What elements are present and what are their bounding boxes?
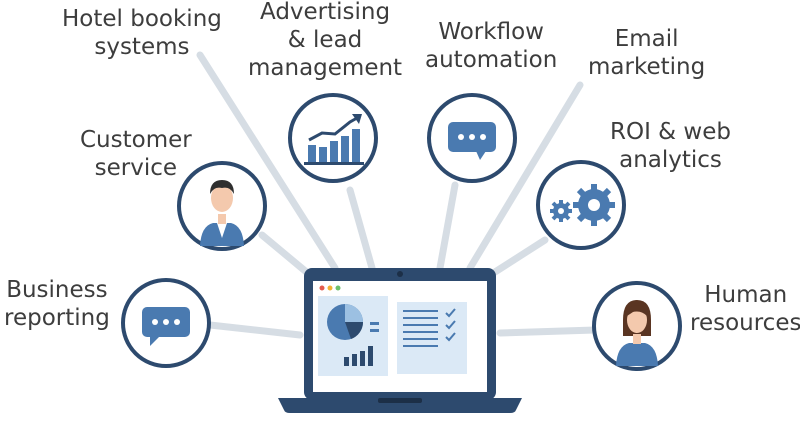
laptop-base (278, 398, 522, 413)
label-line: service (94, 155, 178, 181)
spoke-email (466, 81, 584, 272)
label-line: systems (94, 34, 190, 60)
label-line: Advertising (259, 0, 391, 25)
spoke-reporting (206, 321, 304, 339)
circle-business-reporting (121, 278, 211, 368)
label-email: Email marketing (588, 25, 705, 81)
circle-advertising (288, 93, 378, 183)
spoke-hotel-booking (196, 51, 339, 272)
label-line: resources (690, 310, 800, 336)
circle-human-resources (592, 281, 682, 371)
gears-icon (550, 184, 615, 226)
mini-bar-1 (344, 357, 349, 366)
spoke-hr (496, 326, 599, 337)
label-line: & lead (287, 27, 363, 53)
label-line: automation (425, 47, 558, 73)
window-dot-yellow (327, 285, 333, 291)
label-line: reporting (4, 305, 110, 331)
laptop-icon (278, 268, 522, 413)
label-roi: ROI & web analytics (610, 118, 731, 174)
circle-workflow (427, 93, 517, 183)
label-workflow: Workflow automation (425, 18, 557, 74)
pie-chart-slice-2 (345, 322, 364, 339)
female-employee-icon (616, 300, 658, 366)
checklist (403, 308, 456, 347)
window-dot-red (319, 285, 325, 291)
circle-roi (536, 160, 626, 250)
label-line: Business (6, 277, 108, 303)
male-agent-icon (200, 180, 244, 246)
spokes (196, 51, 599, 339)
label-line: Email (614, 26, 679, 52)
spoke-advertising (346, 186, 376, 272)
check-icon (445, 332, 456, 342)
label-line: Human (704, 282, 788, 308)
legend-bar-1 (370, 322, 379, 325)
label-human-resources: Human resources (690, 281, 800, 337)
window-dot-green (335, 285, 341, 291)
circle-customer-service (177, 161, 267, 251)
chat-bubble-icon (142, 307, 190, 346)
spoke-customer (258, 231, 314, 279)
legend-bar-2 (370, 329, 379, 332)
chat-bubble-icon (448, 122, 496, 160)
label-line: marketing (588, 54, 706, 80)
label-line: management (248, 55, 403, 81)
label-line: Customer (80, 127, 192, 153)
label-hotel-booking: Hotel booking systems (62, 5, 222, 61)
label-business-reporting: Business reporting (4, 276, 110, 332)
growth-chart-icon (304, 114, 364, 165)
mini-bar-4 (368, 346, 373, 366)
label-line: analytics (619, 147, 722, 173)
label-advertising: Advertising & lead management (248, 0, 402, 82)
label-customer-service: Customer service (80, 126, 192, 182)
label-line: Hotel booking (62, 6, 222, 32)
spoke-workflow (436, 181, 459, 272)
laptop-notch (378, 398, 422, 403)
spoke-roi (491, 236, 549, 276)
label-line: ROI & web (610, 119, 731, 145)
pie-chart-slice (345, 304, 363, 322)
check-icon (445, 320, 456, 330)
check-icon (445, 308, 456, 318)
mini-bar-3 (360, 351, 365, 366)
mini-bar-2 (352, 354, 357, 366)
label-line: Workflow (438, 19, 544, 45)
laptop-camera (397, 271, 403, 277)
